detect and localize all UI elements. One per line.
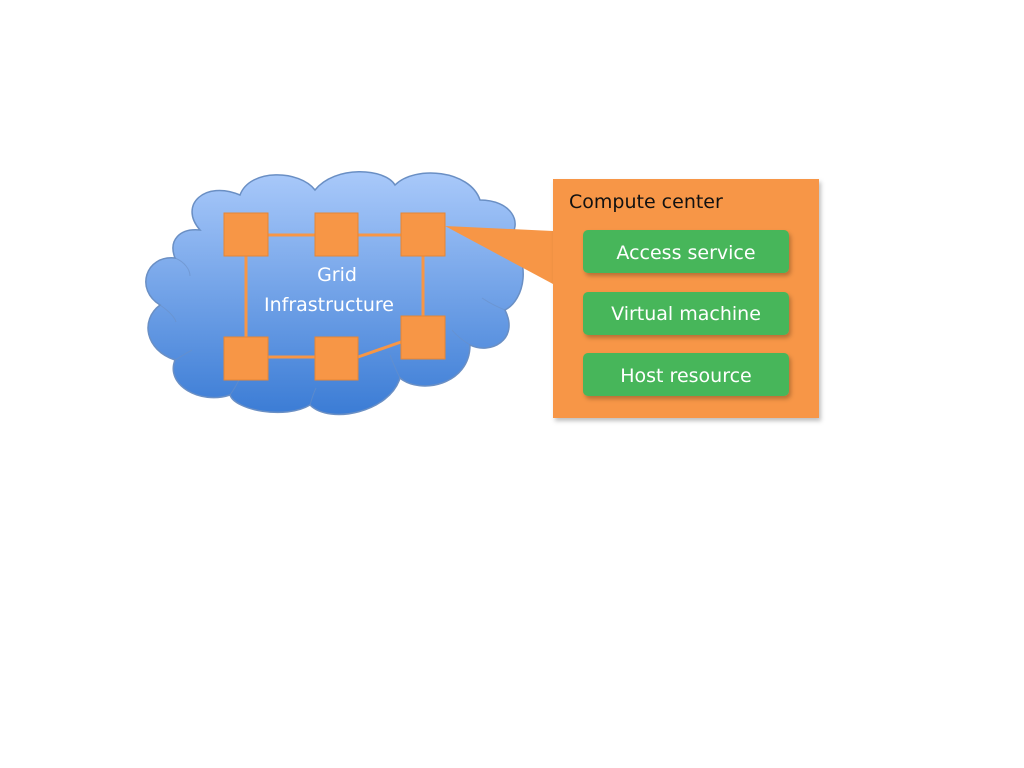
grid-node bbox=[223, 212, 269, 257]
compute-center-panel: Compute center Access service Virtual ma… bbox=[553, 179, 819, 418]
grid-node bbox=[314, 336, 359, 381]
component-access-service: Access service bbox=[583, 230, 789, 273]
component-label: Host resource bbox=[620, 365, 751, 387]
component-virtual-machine: Virtual machine bbox=[583, 292, 789, 335]
callout-pointer bbox=[445, 226, 553, 284]
grid-node bbox=[400, 212, 446, 257]
grid-node bbox=[400, 315, 446, 360]
cloud-label-line1: Grid bbox=[317, 264, 357, 286]
cloud-label-line2: Infrastructure bbox=[264, 294, 394, 316]
compute-center-title: Compute center bbox=[569, 191, 723, 213]
component-label: Virtual machine bbox=[611, 303, 761, 325]
component-host-resource: Host resource bbox=[583, 353, 789, 396]
grid-cloud: Grid Infrastructure bbox=[145, 171, 524, 416]
link-bottom-2 bbox=[357, 340, 402, 359]
grid-node bbox=[223, 336, 269, 381]
component-box bbox=[583, 292, 789, 335]
component-box bbox=[583, 230, 789, 273]
component-box bbox=[583, 353, 789, 396]
grid-node bbox=[314, 212, 359, 257]
grid-nodes bbox=[223, 212, 446, 381]
node-links bbox=[244, 233, 425, 359]
component-label: Access service bbox=[616, 242, 755, 264]
